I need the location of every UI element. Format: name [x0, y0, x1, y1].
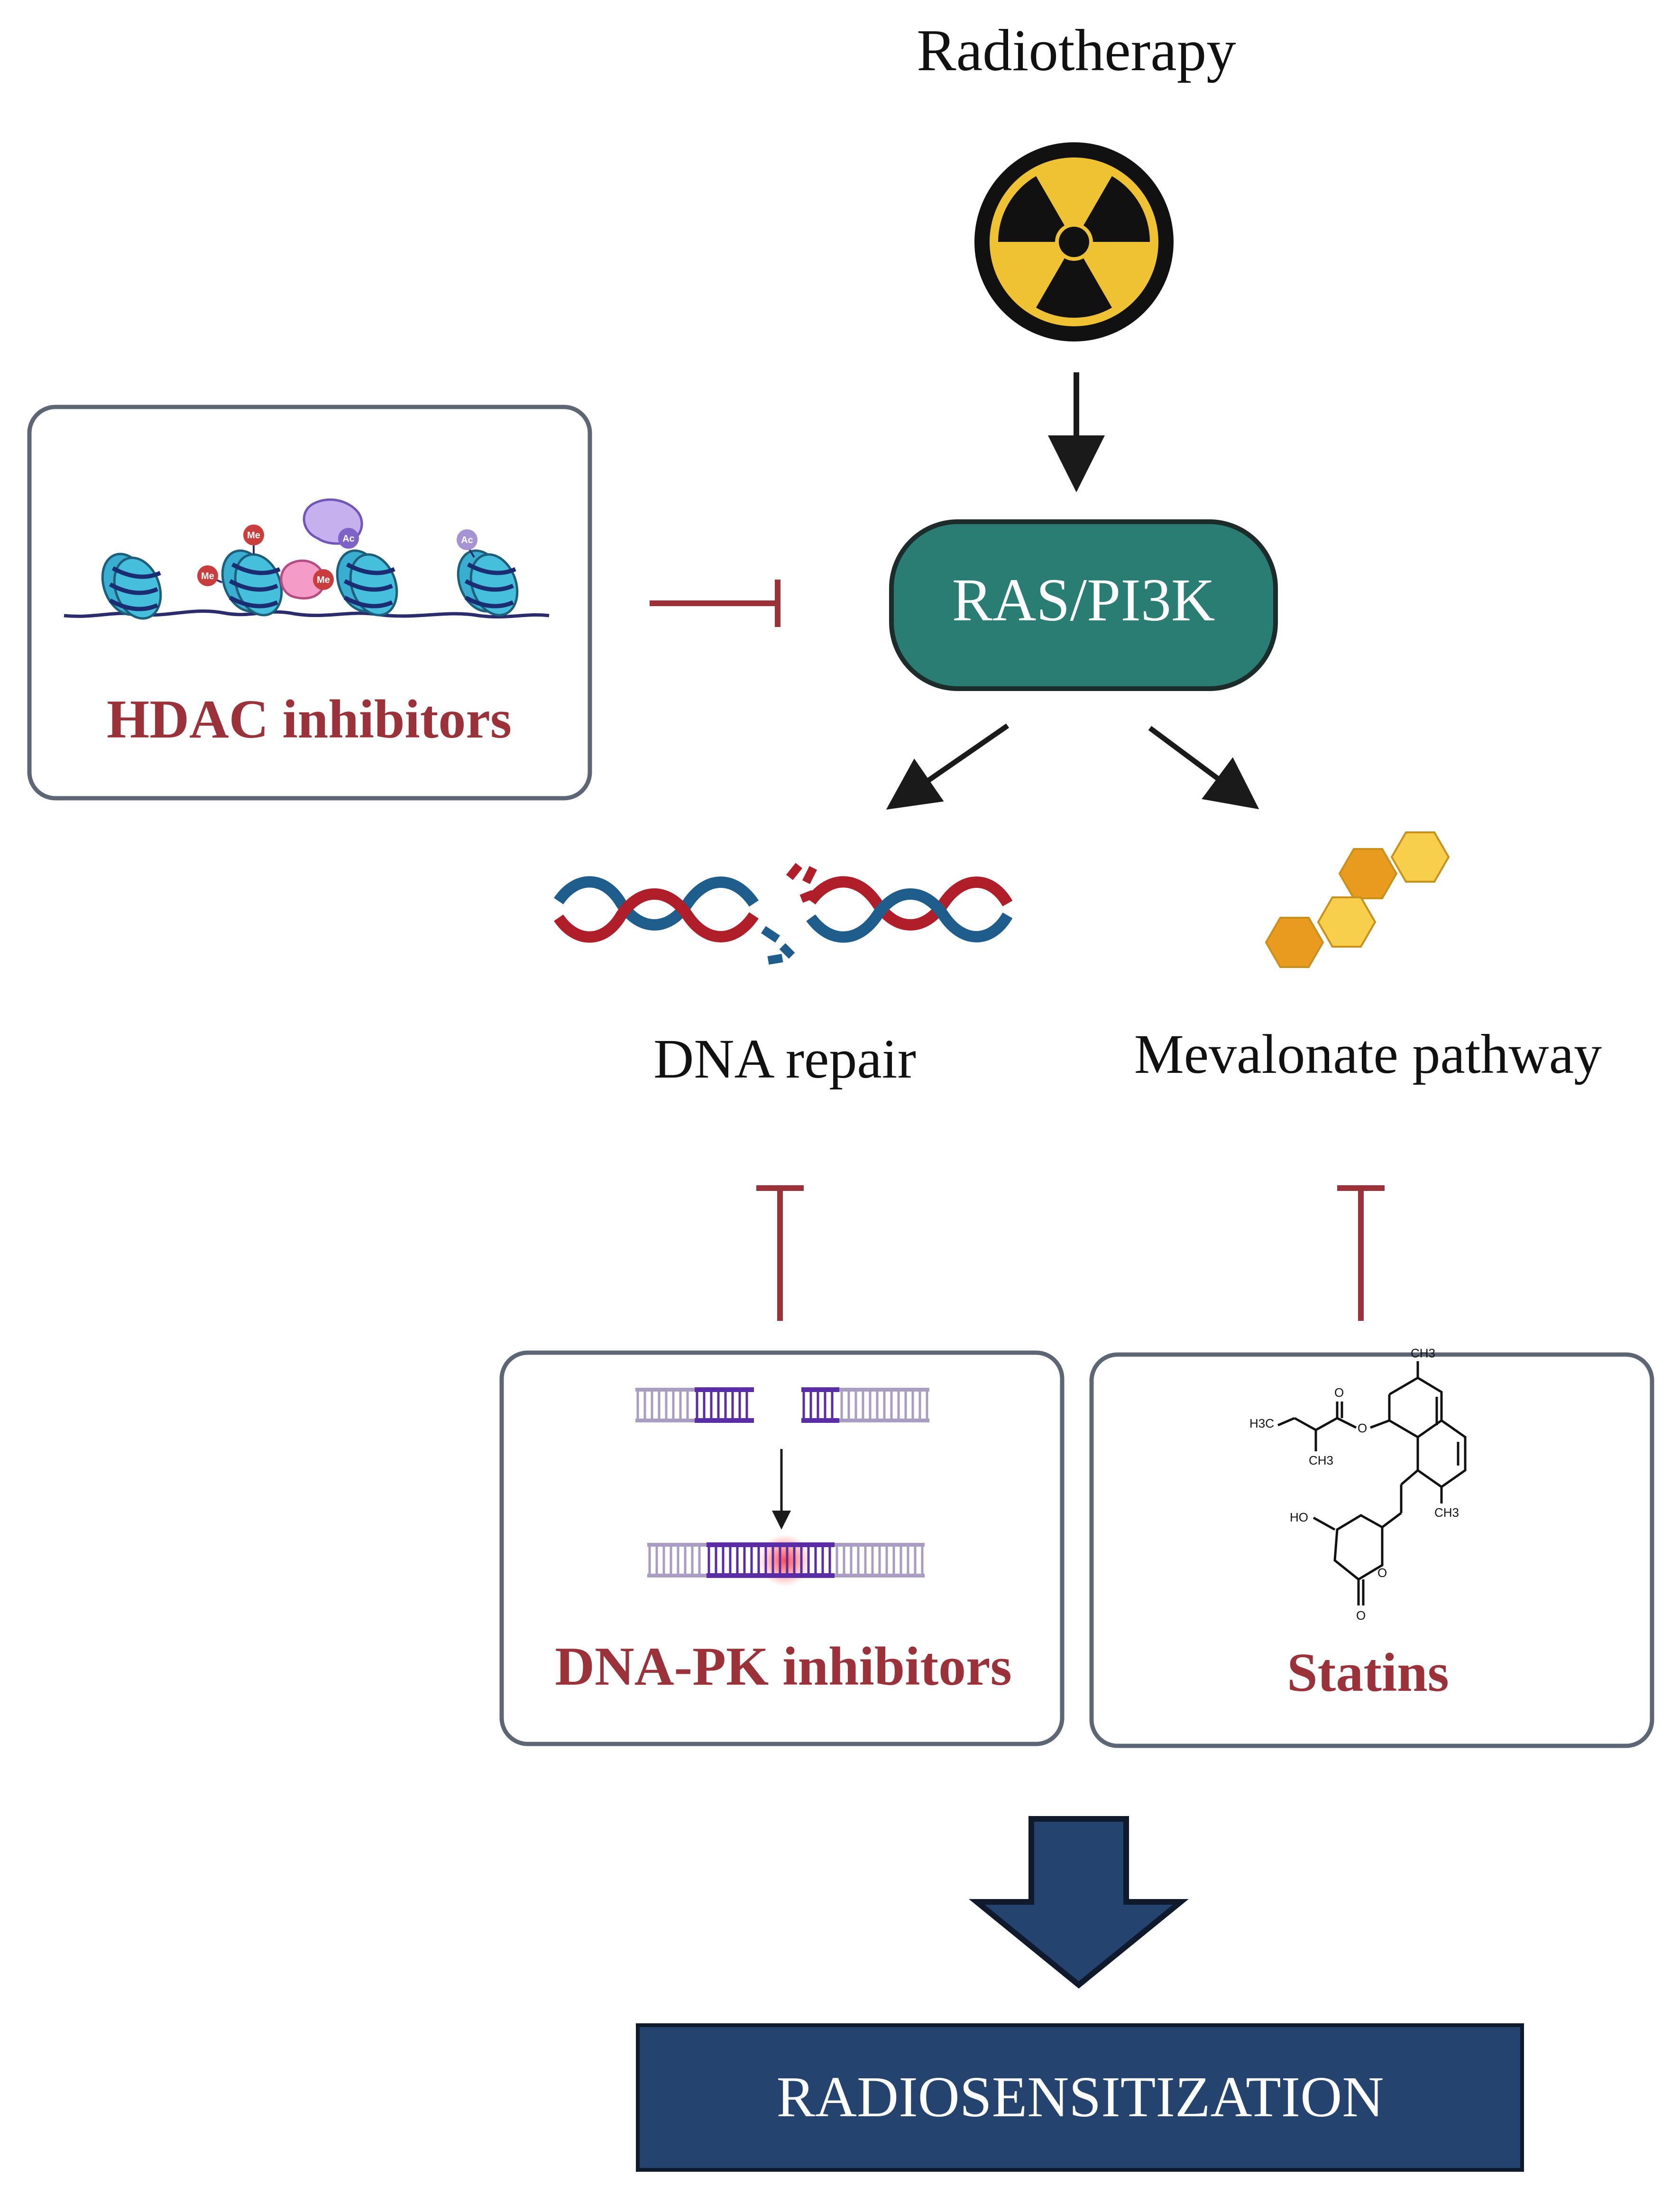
atom-o-lactone: O: [1356, 1608, 1366, 1623]
mark-me-2: Me: [247, 530, 260, 541]
atom-o-carbonyl: O: [1334, 1385, 1344, 1400]
radiosensitization-label: RADIOSENSITIZATION: [777, 2065, 1384, 2129]
radiotherapy-label: Radiotherapy: [917, 18, 1236, 83]
inhibition-dnapk-to-dna-repair: [756, 1185, 804, 1321]
atom-o-ring: O: [1377, 1566, 1387, 1580]
hdac-inhibitors-label: HDAC inhibitors: [107, 689, 512, 750]
ras-pi3k-node: RAS/PI3K: [889, 519, 1278, 691]
inhibition-hdac-to-ras: [650, 580, 780, 627]
hexagon-molecule-icon: [1265, 831, 1450, 968]
mevalonate-pathway-label: Mevalonate pathway: [1134, 1023, 1602, 1085]
dna-ligation-icon: [635, 1387, 929, 1586]
radiosensitization-box: RADIOSENSITIZATION: [636, 2023, 1524, 2172]
atom-ch3-bottom: CH3: [1434, 1505, 1459, 1520]
dnapk-inhibitors-box: DNA-PK inhibitors: [499, 1350, 1065, 1746]
atom-ho: HO: [1290, 1510, 1308, 1524]
statins-label: Statins: [1287, 1642, 1449, 1703]
arrow-ras-to-mevalonate: [1148, 726, 1259, 810]
dnapk-inhibitors-label: DNA-PK inhibitors: [555, 1636, 1012, 1697]
down-block-arrow-icon: [969, 1816, 1189, 1989]
atom-ch3-branch: CH3: [1309, 1453, 1333, 1467]
ras-pi3k-label: RAS/PI3K: [952, 566, 1215, 634]
hdac-inhibitors-box: Me Me Ac Me Ac HDAC inhibitors: [27, 405, 592, 801]
dna-repair-label: DNA repair: [653, 1028, 916, 1090]
inhibition-statins-to-mevalonate: [1337, 1185, 1385, 1321]
atom-h3c: H3C: [1249, 1416, 1274, 1430]
mark-me-3: Me: [317, 575, 330, 585]
statins-box: CH3 H3C O O CH3 HO O O CH3 Statins: [1089, 1346, 1654, 1748]
arrow-ras-to-dna-repair: [886, 723, 1010, 810]
atom-o-ester: O: [1358, 1421, 1367, 1435]
dna-double-helix-break-icon: [554, 863, 1013, 965]
nucleosome-chromatin-icon: Me Me Ac Me Ac: [64, 498, 550, 620]
statin-structure-icon: [1277, 1361, 1467, 1605]
mark-me-1: Me: [201, 571, 214, 581]
mark-ac-1: Ac: [342, 534, 355, 544]
mark-ac-2: Ac: [461, 535, 473, 545]
radiation-hazard-icon: [974, 142, 1174, 341]
atom-ch3-top: CH3: [1411, 1346, 1435, 1360]
